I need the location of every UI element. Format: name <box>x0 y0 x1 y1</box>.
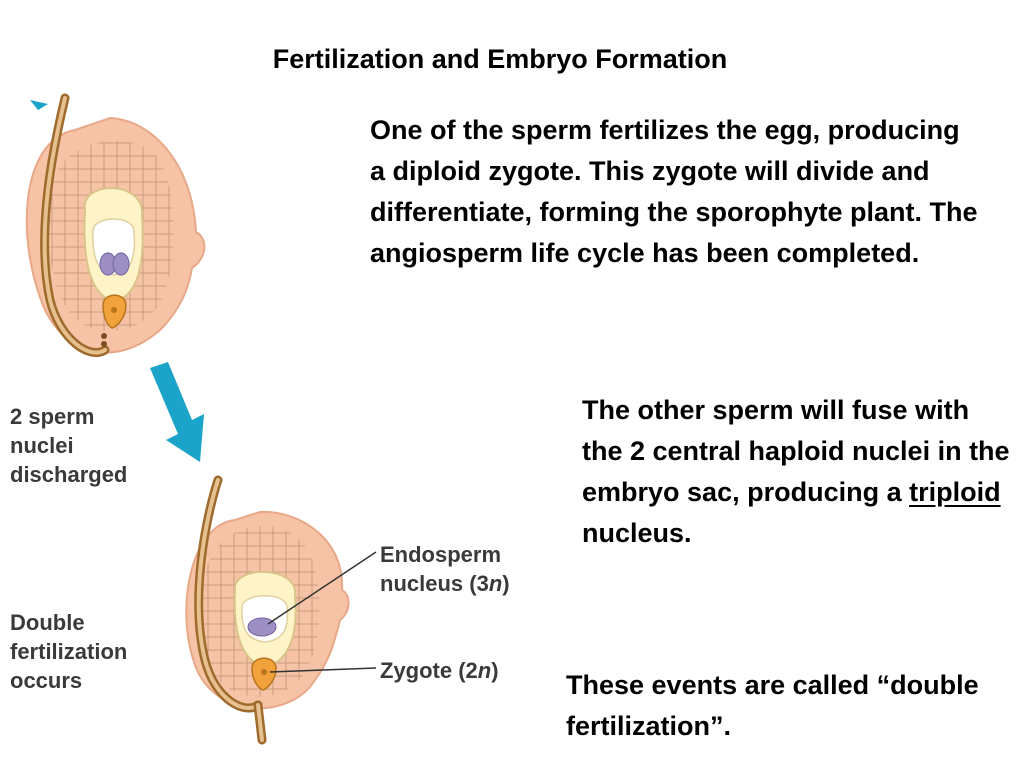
endosperm-prefix: nucleus (3 <box>380 571 489 596</box>
endosperm-line-2: nucleus (3n) <box>380 569 510 598</box>
ovule-bottom <box>185 475 350 745</box>
double-label-line-3: occurs <box>10 668 83 693</box>
triploid-term: triploid <box>909 477 1001 507</box>
zygote-leader-line <box>269 667 377 673</box>
double-label-line-2: fertilization <box>10 639 128 664</box>
zygote-prefix: Zygote (2 <box>380 658 478 683</box>
double-fertilization-paragraph: These events are called “double fertiliz… <box>566 670 979 741</box>
triploid-nucleus-paragraph: The other sperm will fuse with the 2 cen… <box>582 390 1012 554</box>
double-fertilization-label: Double fertilization occurs <box>10 608 127 695</box>
p2-text-after: nucleus. <box>582 518 692 548</box>
endosperm-nucleus-label: Endosperm nucleus (3n) <box>380 540 510 598</box>
sperm-discharged-label: 2 sperm nuclei discharged <box>10 402 127 489</box>
zygote-n: n <box>477 658 492 683</box>
sperm-label-line-2: nuclei <box>10 433 74 458</box>
fertilization-diagram <box>25 93 377 745</box>
sperm-fertilizes-egg-paragraph: One of the sperm fertilizes the egg, pro… <box>370 115 978 268</box>
double-label-line-1: Double <box>10 610 85 635</box>
p2-text-before: The other sperm will fuse with the 2 cen… <box>582 395 1010 507</box>
endosperm-suffix: ) <box>502 571 510 596</box>
process-arrow-icon <box>150 362 204 462</box>
ovule-top <box>25 93 206 357</box>
endosperm-leader-line <box>267 551 377 625</box>
arrow-top-icon <box>30 100 48 110</box>
sperm-label-line-3: discharged <box>10 462 128 487</box>
endosperm-line-1: Endosperm <box>380 542 502 567</box>
endosperm-n: n <box>488 571 503 596</box>
page-title: Fertilization and Embryo Formation <box>272 44 728 74</box>
zygote-label: Zygote (2n) <box>380 656 499 685</box>
zygote-suffix: ) <box>491 658 499 683</box>
sperm-label-line-1: 2 sperm <box>10 404 95 429</box>
